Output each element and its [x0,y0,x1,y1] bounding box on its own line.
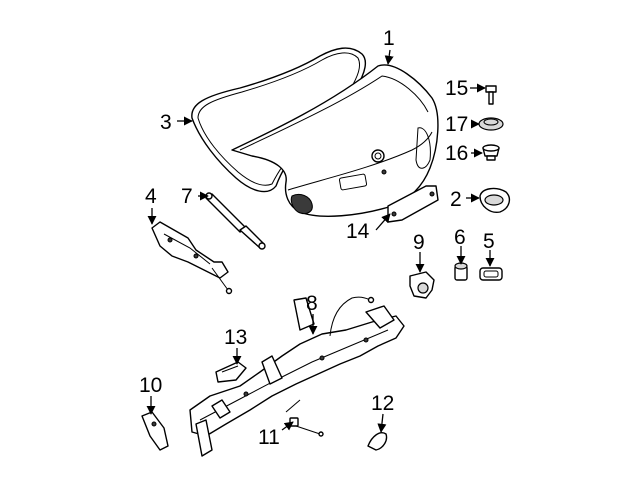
callout-8: 8 [306,292,318,315]
callout-12: 12 [371,392,394,415]
callout-9: 9 [413,231,425,254]
callout-11: 11 [258,426,280,449]
part-grommet [478,117,504,131]
part-lock-actuator [409,271,435,299]
callout-16: 16 [445,142,468,165]
leader-lines [146,49,495,433]
callout-6: 6 [454,226,466,249]
part-gas-strut [205,192,266,250]
part-latch-assembly [189,296,405,457]
part-release-handle [215,361,247,383]
callout-3: 3 [160,111,172,134]
part-release-cable [285,399,324,437]
part-hinge [151,221,233,295]
part-bracket [141,411,169,451]
callout-13: 13 [224,326,247,349]
part-bumper-stop [454,262,468,281]
callout-17: 17 [445,113,468,136]
callout-7: 7 [181,185,193,208]
callout-labels: 1 2 3 4 5 6 7 8 9 10 11 12 13 14 15 16 1… [139,27,495,449]
part-plug [479,267,503,281]
callout-14: 14 [346,220,370,243]
callout-1: 1 [383,27,395,50]
callout-5: 5 [483,230,495,253]
callout-2: 2 [450,188,462,211]
part-pull-handle [367,432,388,451]
part-lock-housing [479,187,511,213]
callout-15: 15 [445,77,468,100]
callout-10: 10 [139,374,162,397]
part-bolt [485,85,497,105]
part-clip [482,144,500,161]
callout-4: 4 [145,185,157,208]
part-trunk-lid [231,64,439,217]
